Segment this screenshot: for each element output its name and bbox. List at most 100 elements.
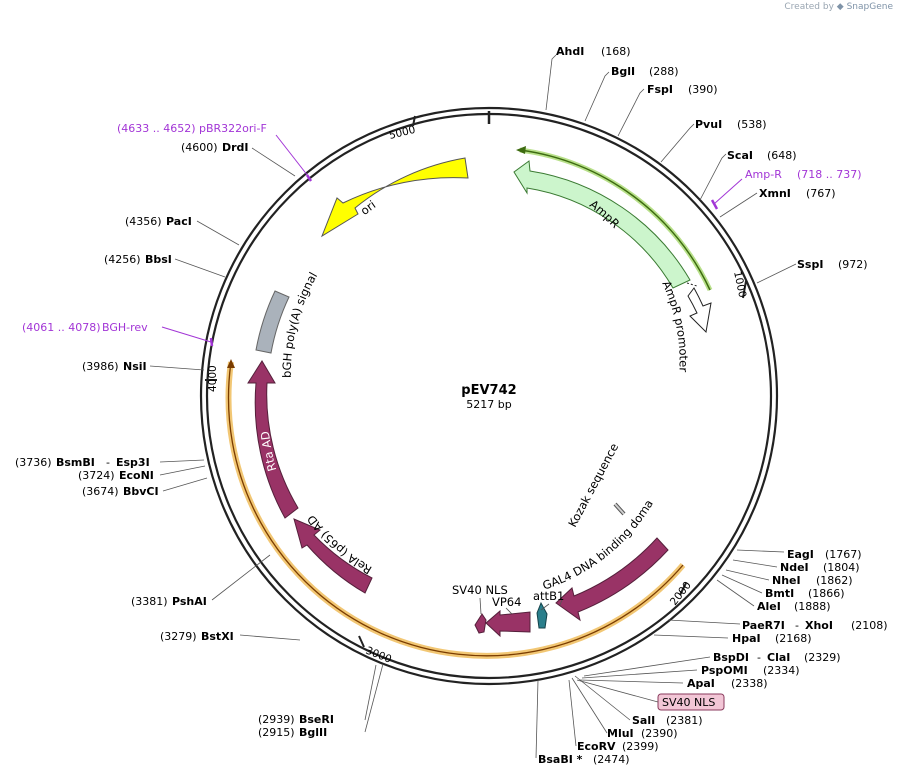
site-bsmbi-esp3i[interactable]: (3736) BsmBI - Esp3I: [15, 456, 150, 469]
site-nsii[interactable]: (3986) NsiI: [82, 360, 147, 373]
promoter-overlap-marker: [686, 282, 698, 287]
site-name: BbsI: [145, 253, 172, 266]
feature-kozak[interactable]: Kozak sequence: [565, 441, 626, 530]
site-bmti[interactable]: BmtI (1866): [765, 587, 845, 600]
site-name: ScaI: [727, 149, 753, 162]
orf-main-line: [227, 361, 684, 657]
site-bbvci[interactable]: (3674) BbvCI: [82, 485, 159, 498]
primer-marker: [209, 337, 214, 347]
feature-gal4[interactable]: GAL4 DNA binding domain: [0, 0, 669, 622]
site-name: BbvCI: [123, 485, 159, 498]
primer-name: Amp-R: [745, 168, 782, 181]
site-ecorv[interactable]: EcoRV (2399): [577, 740, 659, 753]
site-separator: -: [106, 456, 110, 469]
site-pos: (2338): [731, 677, 768, 690]
site-name: SspI: [797, 258, 823, 271]
primer-leader: [275, 134, 309, 177]
site-hpai[interactable]: HpaI (2168): [732, 632, 812, 645]
site-pos: (2399): [622, 740, 659, 753]
feature-connectors: [479, 597, 563, 615]
site-sspi[interactable]: SspI (972): [797, 258, 868, 271]
site-name: PvuI: [695, 118, 722, 131]
primer-name: BGH-rev: [102, 321, 148, 334]
feature-ampr-promoter[interactable]: AmpR promoter: [659, 279, 712, 373]
site-name-2: Esp3I: [116, 456, 150, 469]
primer-amp-r[interactable]: Amp-R (718 .. 737): [710, 168, 862, 210]
orf-ampr-arrowhead: [516, 146, 526, 154]
site-pos: (3736): [15, 456, 52, 469]
site-paci[interactable]: (4356) PacI: [125, 215, 192, 228]
feature-rta-ad[interactable]: Rta AD: [247, 360, 299, 519]
snapgene-logo-icon: ◆: [836, 2, 844, 12]
feature-ori[interactable]: ori: [320, 157, 469, 238]
site-ahdi[interactable]: AhdI (168): [556, 45, 631, 58]
feature-label-bgh: bGH poly(A) signal: [280, 270, 320, 378]
site-pos: (538): [737, 118, 767, 131]
site-bseri[interactable]: (2939) BseRI: [258, 713, 334, 726]
site-pos: (3724): [78, 469, 115, 482]
credit-brand: SnapGene: [846, 2, 893, 12]
site-name: HpaI: [732, 632, 761, 645]
site-bstxi[interactable]: (3279) BstXI: [160, 630, 234, 643]
site-pos: (168): [601, 45, 631, 58]
site-drdi[interactable]: (4600) DrdI: [181, 141, 249, 154]
site-pos: (4356): [125, 215, 162, 228]
primer-leader: [161, 326, 212, 343]
feature-sv40-nls[interactable]: SV40 NLS: [452, 583, 508, 634]
feature-label-attb1: attB1: [533, 589, 564, 603]
feature-vp64[interactable]: VP64: [485, 595, 531, 638]
site-apai[interactable]: ApaI (2338): [687, 677, 768, 690]
site-name: XmnI: [759, 187, 791, 200]
site-bglii[interactable]: (2915) BglII: [258, 726, 327, 739]
site-pspomi[interactable]: PspOMI (2334): [701, 664, 800, 677]
primer-name: pBR322ori-F: [199, 122, 267, 135]
plasmid-backbone: [199, 106, 779, 686]
site-pshai[interactable]: (3381) PshAI: [131, 595, 207, 608]
site-name: NdeI: [780, 561, 809, 574]
site-xmni[interactable]: XmnI (767): [759, 187, 836, 200]
site-eagi[interactable]: EagI (1767): [787, 548, 862, 561]
site-ndei[interactable]: NdeI (1804): [780, 561, 860, 574]
site-scai[interactable]: ScaI (648): [727, 149, 797, 162]
site-name: ApaI: [687, 677, 715, 690]
site-pos: (767): [806, 187, 836, 200]
site-pos: (390): [688, 83, 718, 96]
site-bspdi-clai[interactable]: BspDI - ClaI (2329): [713, 651, 841, 664]
site-pvui[interactable]: PvuI (538): [695, 118, 767, 131]
site-pos: (2381): [666, 714, 703, 727]
site-name: SalI: [632, 714, 655, 727]
site-pos: (648): [767, 149, 797, 162]
site-name: BspDI: [713, 651, 749, 664]
site-econi[interactable]: (3724) EcoNI: [78, 469, 154, 482]
site-name-2: XhoI: [805, 619, 833, 632]
site-fspi[interactable]: FspI (390): [647, 83, 718, 96]
site-sali[interactable]: SalI (2381): [632, 714, 703, 727]
site-bbsi[interactable]: (4256) BbsI: [104, 253, 172, 266]
site-pos: (2915): [258, 726, 295, 739]
tick-label-5000: 5000: [388, 124, 417, 142]
primer-pbr322ori-f[interactable]: (4633 .. 4652) pBR322ori-F: [117, 122, 313, 182]
primer-bgh-rev[interactable]: (4061 .. 4078) BGH-rev: [22, 321, 214, 347]
primer-range: (718 .. 737): [797, 168, 862, 181]
site-bsabi[interactable]: BsaBI * (2474): [538, 753, 630, 766]
site-alei[interactable]: AleI (1888): [757, 600, 831, 613]
orf-main-arrowhead: [227, 359, 235, 368]
feature-bgh-polya[interactable]: bGH poly(A) signal: [255, 270, 320, 378]
site-name: PspOMI: [701, 664, 748, 677]
site-mlui[interactable]: MluI (2390): [607, 727, 678, 740]
site-pos: (3381): [131, 595, 168, 608]
highlight-text: SV40 NLS: [662, 696, 715, 709]
site-pos: (972): [838, 258, 868, 271]
snapgene-credit: Created by ◆ SnapGene: [784, 2, 893, 12]
highlighted-feature-label[interactable]: SV40 NLS: [576, 679, 725, 711]
site-name: PshAI: [172, 595, 207, 608]
site-bgli[interactable]: BglI (288): [611, 65, 679, 78]
site-nhei[interactable]: NheI (1862): [772, 574, 853, 587]
site-name: NheI: [772, 574, 801, 587]
site-paer7i-xhoi[interactable]: PaeR7I - XhoI (2108): [742, 619, 888, 632]
primer-leader: [713, 178, 743, 205]
site-pos: (2474): [593, 753, 630, 766]
feature-attb1[interactable]: attB1: [533, 589, 564, 629]
site-name: BsaBI *: [538, 753, 583, 766]
